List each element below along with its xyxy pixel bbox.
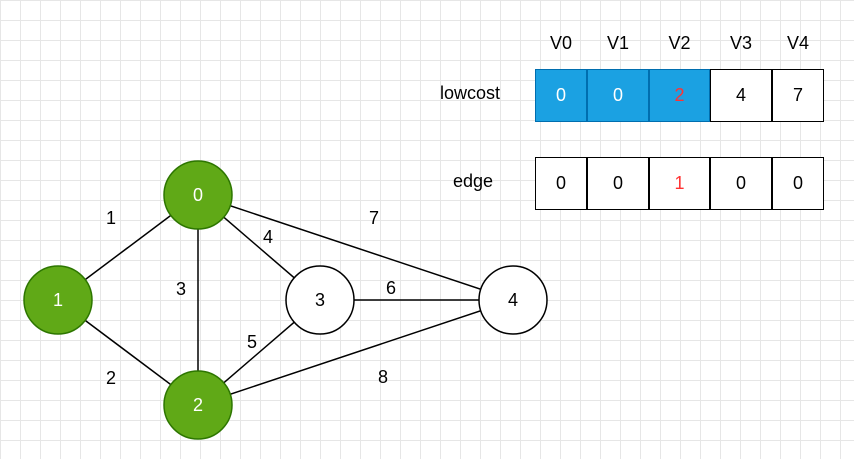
edge-cell-v4: 0 xyxy=(772,157,824,210)
node-circle xyxy=(163,160,233,230)
edge-cell-v2: 1 xyxy=(649,157,710,210)
column-header-v2: V2 xyxy=(668,33,691,53)
graph-node-3: 3 xyxy=(285,265,355,335)
edge-cell-v1: 0 xyxy=(587,157,649,210)
lowcost-cell-v4: 7 xyxy=(772,69,824,122)
column-header-v0: V0 xyxy=(549,33,573,53)
node-label: 3 xyxy=(315,290,325,310)
edge-weight-label: 3 xyxy=(176,279,186,299)
node-label: 0 xyxy=(193,185,203,205)
edge-weight-label: 4 xyxy=(263,227,273,247)
graph-node-1: 1 xyxy=(23,265,93,335)
row-label-edge: edge xyxy=(453,171,494,191)
graph-node-4: 4 xyxy=(478,265,548,335)
lowcost-cell-v2: 2 xyxy=(649,69,710,122)
edge-cell-v0: 0 xyxy=(535,157,587,210)
edge-2-4 xyxy=(197,299,514,406)
lowcost-cell-v0: 0 xyxy=(535,69,587,122)
lowcost-cell-v1: 0 xyxy=(587,69,649,122)
edge-weight-label: 1 xyxy=(106,208,116,228)
node-label: 2 xyxy=(193,395,203,415)
node-label: 4 xyxy=(508,290,518,310)
column-header-v1: V1 xyxy=(606,33,630,53)
column-header-v4: V4 xyxy=(786,33,810,53)
edge-0-4 xyxy=(197,194,514,301)
edge-weight-label: 6 xyxy=(386,278,396,298)
column-header-v3: V3 xyxy=(729,33,753,53)
lowcost-cell-v3: 4 xyxy=(710,69,772,122)
edge-weight-label: 5 xyxy=(247,332,257,352)
node-circle xyxy=(163,370,233,440)
edge-weight-label: 8 xyxy=(378,367,388,387)
edge-weight-label: 2 xyxy=(106,368,116,388)
node-circle xyxy=(23,265,93,335)
edge-weight-label: 7 xyxy=(369,208,379,228)
node-label: 1 xyxy=(53,290,63,310)
edge-cell-v3: 0 xyxy=(710,157,772,210)
node-circle xyxy=(478,265,548,335)
row-label-lowcost: lowcost xyxy=(440,83,501,103)
graph-node-2: 2 xyxy=(163,370,233,440)
node-circle xyxy=(285,265,355,335)
graph-node-0: 0 xyxy=(163,160,233,230)
nodes: 0 1 2 3 4 xyxy=(23,160,548,440)
